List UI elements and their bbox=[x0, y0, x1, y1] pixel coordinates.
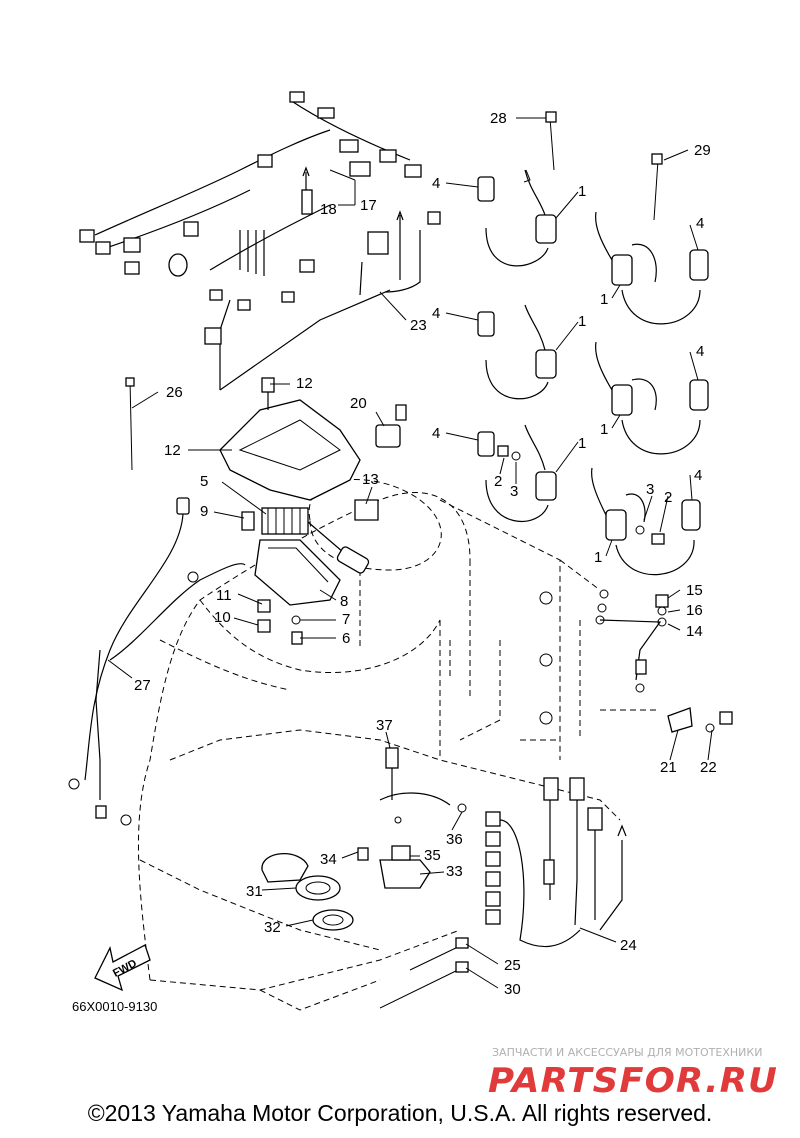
callout-24: 24 bbox=[620, 937, 637, 954]
callout-15: 14 bbox=[686, 623, 703, 640]
callout-9: 9 bbox=[200, 503, 208, 520]
callout-30: 29 bbox=[694, 142, 711, 159]
callout-22: 22 bbox=[700, 759, 717, 776]
ignition-coils bbox=[477, 169, 709, 576]
callout-12: 12 bbox=[164, 442, 181, 459]
callout-2: 2 bbox=[494, 473, 502, 490]
callout-10: 10 bbox=[214, 609, 231, 626]
callout-4: 4 bbox=[694, 467, 702, 484]
callout-3: 3 bbox=[510, 483, 518, 500]
harness-24 bbox=[485, 777, 627, 948]
callout-16: 15 bbox=[686, 582, 703, 599]
right-small-parts bbox=[595, 589, 733, 733]
callout-4: 4 bbox=[432, 425, 440, 442]
watermark-logo: PARTSFOR.RU bbox=[488, 1061, 778, 1101]
callout-4: 4 bbox=[696, 343, 704, 360]
callout-36: 36 bbox=[446, 831, 463, 848]
callout-leaders bbox=[107, 117, 713, 989]
callout-37: 37 bbox=[376, 717, 393, 734]
callout-35: 35 bbox=[424, 847, 441, 864]
copyright-notice: ©2013 Yamaha Motor Corporation, U.S.A. A… bbox=[87, 1100, 713, 1126]
callout-1: 1 bbox=[578, 435, 586, 452]
callout-1: 1 bbox=[600, 291, 608, 308]
callout-4: 4 bbox=[432, 175, 440, 192]
callout-4: 4 bbox=[432, 305, 440, 322]
callout-5: 5 bbox=[200, 473, 208, 490]
diagram-code: 66X0010-9130 bbox=[72, 999, 157, 1014]
callout-13: 12 bbox=[296, 375, 313, 392]
callout-21: 21 bbox=[660, 759, 677, 776]
callout-34: 34 bbox=[320, 851, 337, 868]
watermark-tagline: ЗАПЧАСТИ И АКСЕССУАРЫ ДЛЯ МОТОТЕХНИКИ bbox=[492, 1046, 762, 1059]
callout-1: 1 bbox=[578, 313, 586, 330]
callout-25: 25 bbox=[504, 957, 521, 974]
callout-32: 32 bbox=[264, 919, 281, 936]
callout-27: 30 bbox=[504, 981, 521, 998]
main-wire-harness bbox=[79, 91, 441, 391]
callout-20: 20 bbox=[350, 395, 367, 412]
callout-28: 27 bbox=[134, 677, 151, 694]
fwd-arrow: FWD bbox=[94, 944, 151, 992]
callout-19: 18 bbox=[320, 201, 337, 218]
cover-assembly bbox=[219, 377, 407, 645]
cable-ties bbox=[125, 111, 663, 1009]
callout-29: 28 bbox=[490, 110, 507, 127]
callout-1: 1 bbox=[578, 183, 586, 200]
callout-1: 1 bbox=[594, 549, 602, 566]
callout-8: 8 bbox=[340, 593, 348, 610]
callout-14: 13 bbox=[362, 471, 379, 488]
callout-2: 2 bbox=[664, 489, 672, 506]
callout-17: 16 bbox=[686, 602, 703, 619]
callout-3: 3 bbox=[646, 481, 654, 498]
bottom-parts bbox=[261, 747, 467, 931]
callout-23: 23 bbox=[410, 317, 427, 334]
callout-26: 26 bbox=[166, 384, 183, 401]
harness-28 bbox=[68, 497, 246, 826]
callout-7: 7 bbox=[342, 611, 350, 628]
callout-11-text: 11 bbox=[216, 587, 232, 604]
watermark: ЗАПЧАСТИ И АКСЕССУАРЫ ДЛЯ МОТОТЕХНИКИ PA… bbox=[488, 1046, 778, 1101]
engine-outline bbox=[137, 479, 660, 1011]
callout-18: 17 bbox=[360, 197, 377, 214]
callout-1: 1 bbox=[600, 421, 608, 438]
callout-6: 6 bbox=[342, 630, 350, 647]
callout-31: 31 bbox=[246, 883, 263, 900]
callout-33: 33 bbox=[446, 863, 463, 880]
callout-numbers: 28 29 4 1 4 1 4 1 4 1 4 1 4 2 3 3 2 1 18… bbox=[72, 110, 717, 1014]
callout-4: 4 bbox=[696, 215, 704, 232]
